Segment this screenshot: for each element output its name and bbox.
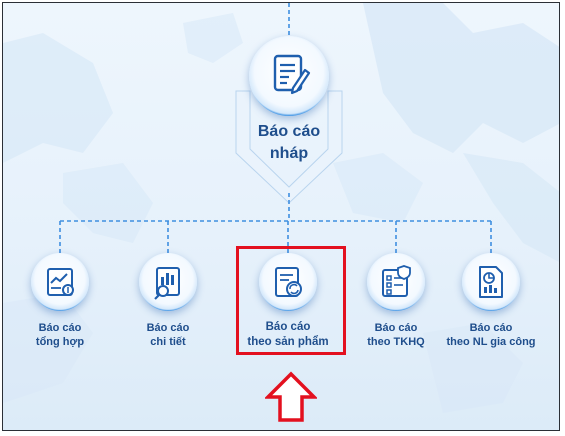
document-pen-icon[interactable] [249, 36, 329, 116]
child-label-line1: Báo cáo [38, 322, 82, 334]
product-report-icon[interactable] [259, 253, 317, 311]
world-map-background [3, 3, 559, 413]
child-label-theo-tkhq: Báo cáo theo TKHQ [331, 321, 461, 349]
search-report-icon[interactable] [139, 253, 197, 311]
highlight-box [236, 246, 346, 355]
child-label-theo-nl-gia-cong: Báo cáo theo NL gia công [426, 321, 556, 349]
child-label-line2: tổng hợp [35, 336, 85, 348]
root-label-line1: Báo cáo [257, 123, 321, 140]
child-label-tong-hop: Báo cáo tổng hợp [3, 321, 125, 349]
child-label-line2: theo TKHQ [367, 336, 425, 348]
checklist-shield-icon[interactable] [367, 253, 425, 311]
child-label-chi-tiet: Báo cáo chi tiết [103, 321, 233, 349]
chart-report-icon[interactable] [31, 253, 89, 311]
root-label: Báo cáo nháp [239, 121, 339, 165]
connector-lines [59, 3, 492, 253]
child-label-line1: Báo cáo [469, 322, 513, 334]
child-label-line2: chi tiết [150, 336, 186, 348]
up-arrow-icon [265, 371, 317, 422]
child-label-line1: Báo cáo [374, 322, 418, 334]
diagram-frame: Báo cáo nháp Báo cáo tổng hợp Báo cáo ch… [2, 2, 560, 431]
root-pointer-shape [235, 90, 343, 204]
child-label-line2: theo NL gia công [446, 336, 536, 348]
child-label-line2: theo sản phẩm [247, 336, 329, 348]
child-label-line1: Báo cáo [265, 321, 311, 333]
child-label-line1: Báo cáo [146, 322, 190, 334]
document-chart-icon[interactable] [462, 253, 520, 311]
child-label-theo-san-pham: Báo cáo theo sản phẩm [223, 320, 353, 350]
root-label-line2: nháp [269, 145, 309, 162]
